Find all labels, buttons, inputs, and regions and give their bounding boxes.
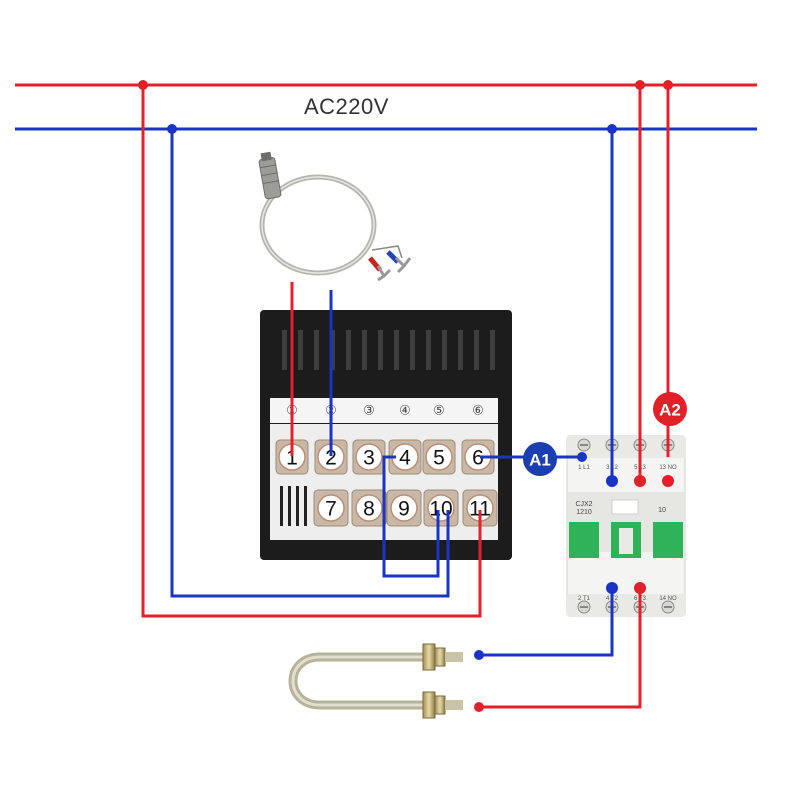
circled-number-5: ⑤	[433, 403, 445, 418]
terminal-7-label: 7	[325, 498, 337, 521]
terminal-3-label: 3	[363, 447, 375, 470]
terminal-11: 11	[462, 489, 498, 527]
contactor-bottom-terminal-1: 2 T1	[577, 596, 591, 614]
contactor-model: CJX2	[575, 501, 592, 508]
circled-number-4: ④	[399, 403, 411, 418]
heating-element	[288, 643, 463, 719]
terminal-7: 7	[313, 489, 349, 527]
t3-to-heater	[479, 588, 642, 709]
supply-voltage-label: AC220V	[304, 94, 389, 119]
terminal-8: 8	[351, 489, 387, 527]
thermal-slots	[280, 486, 307, 526]
terminal-9: 9	[386, 489, 422, 527]
contactor-bottom-label-1: 2 T1	[578, 596, 591, 602]
t2-to-heater	[479, 588, 614, 657]
badge-a2: A2	[653, 392, 687, 426]
contactor-top-label-1: 1 L1	[578, 465, 590, 471]
contactor-top-label-4: 13 NO	[659, 465, 677, 471]
terminal-1-label: 1	[286, 447, 298, 470]
terminal-11-label: 11	[469, 498, 491, 521]
terminal-4: 4	[388, 439, 422, 475]
junction-dots	[138, 80, 674, 712]
wires	[141, 85, 670, 709]
terminal-2-label: 2	[325, 447, 337, 470]
terminal-10: 10	[423, 489, 459, 527]
contactor-bottom-terminal-4: 14 NO	[659, 596, 677, 614]
badge-a2-label: A2	[659, 401, 681, 420]
neutral-to-terminal-10	[170, 129, 450, 598]
circled-number-6: ⑥	[472, 403, 484, 418]
badge-a1: A1	[523, 442, 557, 476]
contactor-bottom-label-4: 14 NO	[659, 596, 677, 602]
contactor-model-number: 1210	[576, 509, 592, 516]
terminal-6: 6	[461, 439, 495, 475]
terminal-8-label: 8	[363, 498, 375, 521]
contactor-top-terminal-1: 1 L1	[577, 438, 591, 471]
thermocouple-probe	[258, 151, 412, 282]
circled-number-3: ③	[363, 403, 375, 418]
link-4-to-10	[382, 455, 440, 578]
heater-fitting-top	[422, 643, 463, 671]
contactor-side-label: 10	[658, 507, 666, 514]
terminal-9-label: 9	[398, 498, 410, 521]
terminal-2: 2	[314, 439, 348, 475]
badge-a1-label: A1	[529, 451, 551, 470]
terminal-3: 3	[352, 439, 386, 475]
terminal-5-label: 5	[433, 447, 445, 470]
contactor-window-right	[653, 522, 683, 558]
blue-lead	[386, 250, 412, 274]
terminal-5: 5	[422, 439, 456, 475]
terminal-4-label: 4	[399, 447, 411, 470]
contactor-window-left	[569, 522, 599, 558]
live-to-terminal-11	[141, 85, 482, 618]
terminal-6-label: 6	[472, 447, 484, 470]
terminal-1: 1	[275, 439, 309, 475]
heater-fitting-bottom	[422, 691, 463, 719]
red-lead	[368, 256, 392, 282]
